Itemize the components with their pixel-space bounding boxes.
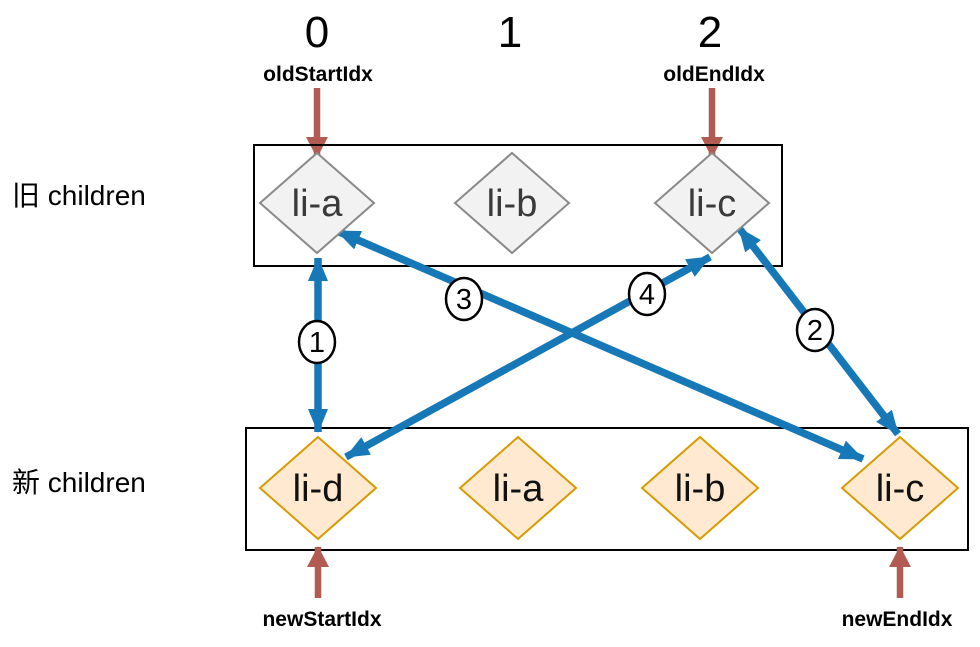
step-2-circle <box>795 307 835 353</box>
index-label-2: 2 <box>698 8 722 57</box>
old-node-li-c: li-c <box>653 151 771 255</box>
old-start-idx-label: oldStartIdx <box>263 63 373 86</box>
step-1-circle <box>297 319 337 365</box>
new-start-idx-label: newStartIdx <box>262 608 381 631</box>
step-2-badge: 2 <box>795 307 835 353</box>
new-node-li-a-shape <box>458 435 578 541</box>
new-node-li-c: li-c <box>840 435 960 541</box>
old-node-li-a-shape <box>258 151 376 255</box>
new-node-li-c-label: li-c <box>876 468 925 510</box>
new-node-li-d: li-d <box>258 435 378 541</box>
old-node-li-b-shape <box>453 151 571 255</box>
step-3-badge: 3 <box>444 276 484 322</box>
step-4-number: 4 <box>639 279 655 311</box>
new-end-idx-label: newEndIdx <box>842 608 953 631</box>
new-node-li-b-label: li-b <box>675 468 726 510</box>
new-node-li-a: li-a <box>458 435 578 541</box>
old-node-li-c-shape <box>653 151 771 255</box>
new-node-li-b-shape <box>640 435 760 541</box>
step-3-circle <box>444 276 484 322</box>
step-4-badge: 4 <box>627 271 667 317</box>
step-2-number: 2 <box>807 315 823 347</box>
step-1-badge: 1 <box>297 319 337 365</box>
index-label-1: 1 <box>498 8 522 57</box>
old-node-li-a: li-a <box>258 151 376 255</box>
index-label-0: 0 <box>305 8 329 57</box>
step-4-circle <box>627 271 667 317</box>
new-node-li-c-shape <box>840 435 960 541</box>
old-end-idx-label: oldEndIdx <box>663 63 765 86</box>
old-children-row-label: 旧 children <box>12 180 146 211</box>
old-node-li-b-label: li-b <box>487 183 538 225</box>
new-node-li-d-shape <box>258 435 378 541</box>
old-node-li-a-label: li-a <box>292 183 344 225</box>
new-node-li-b: li-b <box>640 435 760 541</box>
step-3-number: 3 <box>456 284 472 316</box>
step-1-number: 1 <box>309 327 325 359</box>
new-node-li-d-label: li-d <box>293 468 344 510</box>
old-node-li-c-label: li-c <box>688 183 737 225</box>
new-node-li-a-label: li-a <box>493 468 545 510</box>
new-children-row-label: 新 children <box>12 467 146 498</box>
old-node-li-b: li-b <box>453 151 571 255</box>
